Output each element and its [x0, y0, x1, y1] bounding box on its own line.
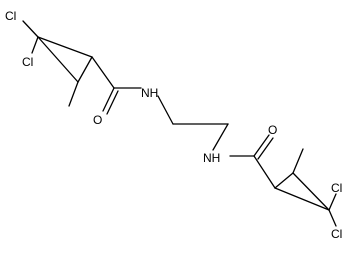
bond-ccl-top-2 [31, 36, 39, 54]
bond-ring-right-c [292, 172, 330, 211]
bond-methyl-right [292, 148, 304, 174]
atom-o-bottom: O [268, 123, 277, 137]
bond-methyl-left [68, 81, 79, 107]
bond-ring-left-a [37, 36, 93, 58]
atom-cl-top-1: Cl [5, 9, 16, 23]
bond-carbonyl-ring-right [253, 155, 276, 189]
bond-co-bottom-b [257, 137, 274, 160]
bond-nh-ch2-top [157, 95, 174, 125]
bond-co-top-a [102, 87, 115, 112]
bond-ch2-nh-bottom [212, 123, 229, 151]
bond-ring-right-a [274, 172, 294, 189]
atom-nh-bottom: NH [203, 151, 220, 165]
atom-cl-bottom-2: Cl [331, 227, 342, 241]
atom-nh-top: NH [141, 86, 158, 100]
bond-ccl-top-1 [22, 20, 39, 38]
atom-cl-top-2: Cl [22, 55, 33, 69]
bond-ring-left-b [37, 36, 79, 83]
bond-co-bottom-a [253, 134, 270, 157]
atom-o-top: O [93, 113, 102, 127]
atom-cl-bottom-1: Cl [331, 181, 342, 195]
bond-ccl-bottom-1 [328, 193, 337, 211]
bond-ccl-bottom-2 [328, 209, 337, 227]
bond-ring-carbonyl-left [91, 56, 115, 89]
bond-ring-right-b [274, 187, 330, 211]
bond-co-top-b [106, 90, 119, 115]
bond-ring-left-c [77, 56, 93, 83]
